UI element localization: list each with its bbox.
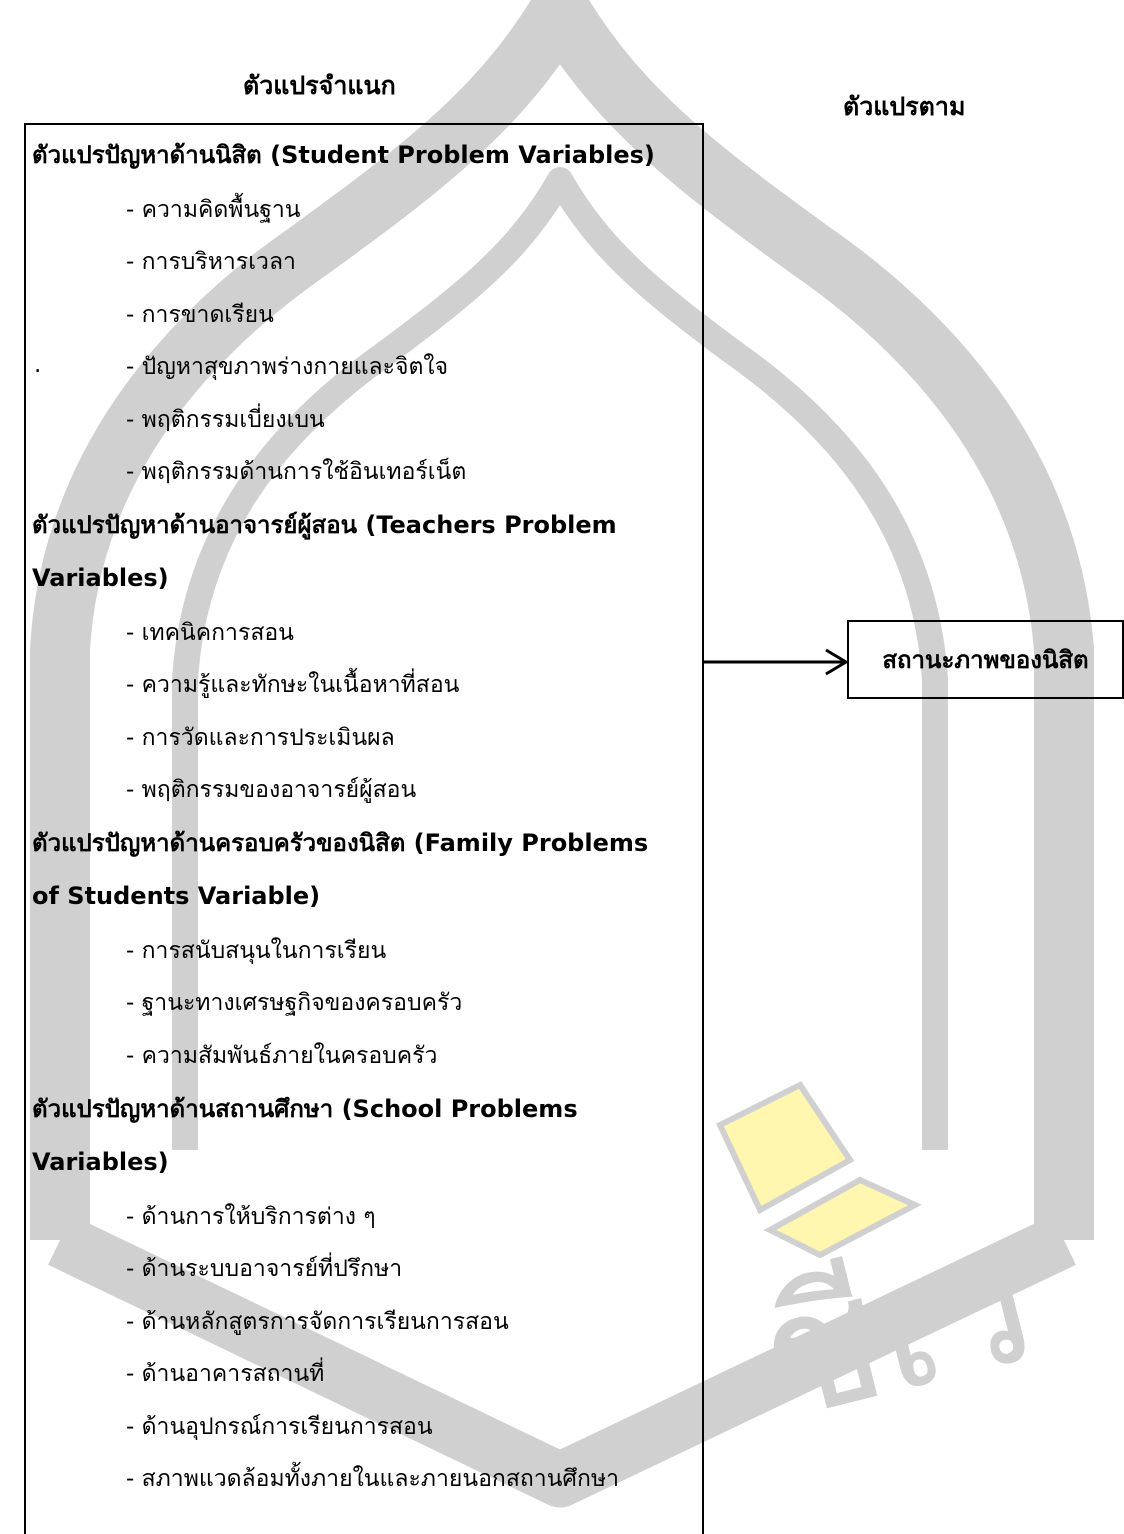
list-item: - ด้านระบบอาจารย์ที่ปรึกษา [126,1256,403,1282]
list-item: - ด้านอาคารสถานที่ [126,1361,325,1387]
group-title-family-cont: of Students Variable) [32,882,321,910]
group-title-student: ตัวแปรปัญหาด้านนิสิต (Student Problem Va… [32,141,655,169]
list-item: - พฤติกรรมเบี่ยงเบน [126,407,325,433]
list-item: - สภาพแวดล้อมทั้งภายในและภายนอกสถานศึกษา [126,1466,620,1492]
group-title-teachers: ตัวแปรปัญหาด้านอาจารย์ผู้สอน (Teachers P… [32,511,617,539]
group-title-family: ตัวแปรปัญหาด้านครอบครัวของนิสิต (Family … [32,829,649,857]
heading-dependent-variable: ตัวแปรตาม [843,92,966,121]
list-item: - การวัดและการประเมินผล [126,725,395,751]
independent-variables-box: ตัวแปรปัญหาด้านนิสิต (Student Problem Va… [24,123,704,1534]
group-title-school: ตัวแปรปัญหาด้านสถานศึกษา (School Problem… [32,1095,578,1123]
list-item: - ฐานะทางเศรษฐกิจของครอบครัว [126,990,463,1016]
list-item: - ความคิดพื้นฐาน [126,197,301,223]
list-item: - พฤติกรรมด้านการใช้อินเทอร์เน็ต [126,459,467,485]
dependent-variable-box: สถานะภาพของนิสิต [847,620,1124,699]
group-title-teachers-cont: Variables) [32,564,169,592]
stray-dot: . [34,352,42,378]
list-item: - การบริหารเวลา [126,249,296,275]
watermark-arch-inner [172,167,948,1150]
watermark-yellow-bands [716,1081,922,1259]
dependent-variable-label: สถานะภาพของนิสิต [882,646,1089,674]
list-item: - ด้านหลักสูตรการจัดการเรียนการสอน [126,1309,509,1335]
list-item: - ปัญหาสุขภาพร่างกายและจิตใจ [126,354,449,380]
connector-arrow [704,648,849,676]
list-item: - เทคนิคการสอน [126,620,294,646]
list-item: - ความสัมพันธ์ภายในครอบครัว [126,1043,438,1069]
watermark-arch-outer [30,0,1094,1240]
list-item: - การขาดเรียน [126,302,274,328]
group-title-school-cont: Variables) [32,1148,169,1176]
list-item: - พฤติกรรมของอาจารย์ผู้สอน [126,777,417,803]
list-item: - ความรู้และทักษะในเนื้อหาที่สอน [126,672,460,698]
watermark-base [48,1215,1076,1508]
heading-independent-variables: ตัวแปรจำแนก [243,71,396,100]
list-item: - ด้านการให้บริการต่าง ๆ [126,1204,376,1230]
list-item: - ด้านอุปกรณ์การเรียนการสอน [126,1414,433,1440]
list-item: - การสนับสนุนในการเรียน [126,938,387,964]
